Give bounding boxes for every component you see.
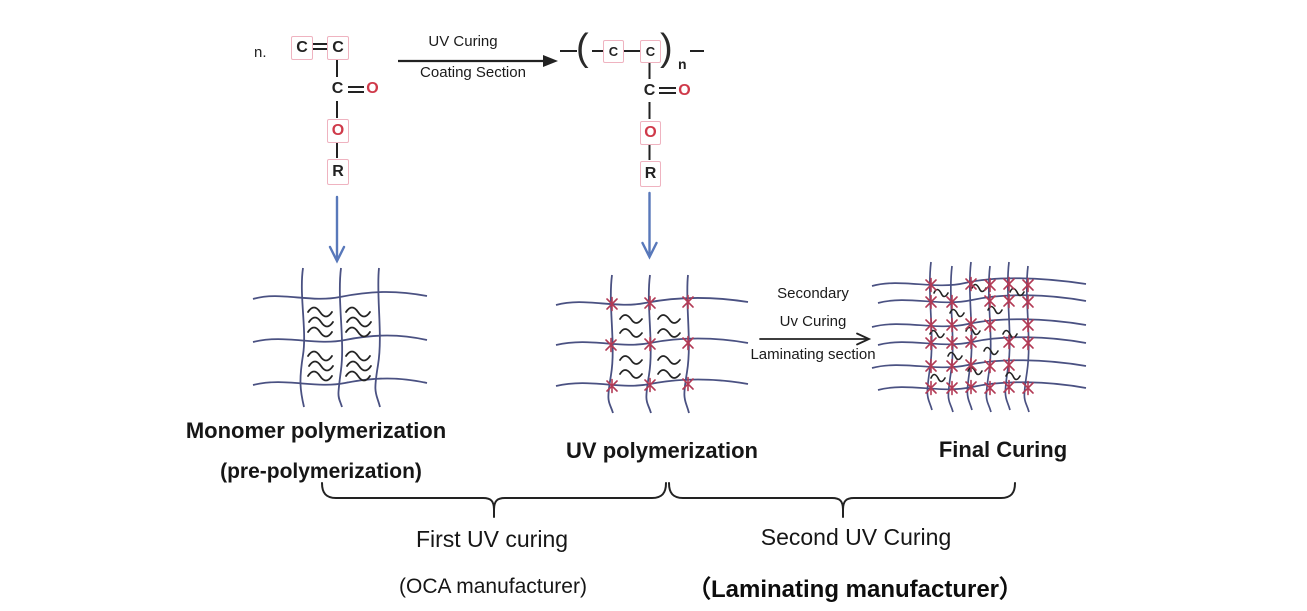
reaction-arrow-icon <box>398 55 558 67</box>
monomer-atom-c3: C <box>331 80 344 97</box>
reaction-label-bottom: Coating Section <box>420 64 526 81</box>
monomer-bonds <box>311 43 364 158</box>
polymer-atom-c3: C <box>643 82 656 99</box>
monomer-atom-o-double: O <box>366 80 379 97</box>
brace-first-uv-curing <box>321 482 667 518</box>
monomer-atom-c1: C <box>291 36 313 60</box>
oca-manufacturer-label: (OCA manufacturer) <box>399 575 587 598</box>
stage1-title: Monomer polymerization <box>185 418 447 443</box>
secondary-label-line2: Uv Curing <box>779 313 847 330</box>
monomer-atom-r: R <box>327 159 349 185</box>
polymer-atom-o-double: O <box>678 82 691 99</box>
first-uv-curing-label: First UV curing <box>415 526 569 552</box>
stage1-subtitle: (pre-polymerization) <box>220 460 422 483</box>
polymer-atom-o-ester: O <box>640 121 661 145</box>
second-uv-curing-label: Second UV Curing <box>760 524 952 550</box>
polymer-paren-open: ( <box>576 27 589 69</box>
polymer-atom-c2: C <box>640 40 661 63</box>
prepolymer-network <box>252 267 428 408</box>
polymer-paren-close: ) <box>660 27 673 69</box>
final-cured-network <box>871 261 1087 413</box>
secondary-label-line1: Secondary <box>777 285 849 302</box>
stage2-title: UV polymerization <box>566 438 758 463</box>
reaction-label-top: UV Curing <box>428 33 498 50</box>
polymer-atom-r: R <box>640 161 661 187</box>
stage3-title: Final Curing <box>938 437 1068 462</box>
polymer-subscript-n: n <box>678 56 687 72</box>
laminating-manufacturer-label: （Laminating manufacturer） <box>686 576 1024 603</box>
monomer-atom-c2: C <box>327 36 349 60</box>
brace-second-uv-curing <box>668 482 1016 518</box>
down-arrow-icon-right <box>641 191 658 260</box>
monomer-n-prefix: n. <box>254 44 267 61</box>
down-arrow-icon-left <box>328 195 346 264</box>
polymer-atom-c1: C <box>603 40 624 63</box>
secondary-label-line3: Laminating section <box>750 346 876 363</box>
monomer-atom-o-ester: O <box>327 119 349 143</box>
uv-polymer-network <box>555 274 749 414</box>
polymer-bonds <box>560 50 704 160</box>
secondary-arrow-icon <box>759 332 872 346</box>
